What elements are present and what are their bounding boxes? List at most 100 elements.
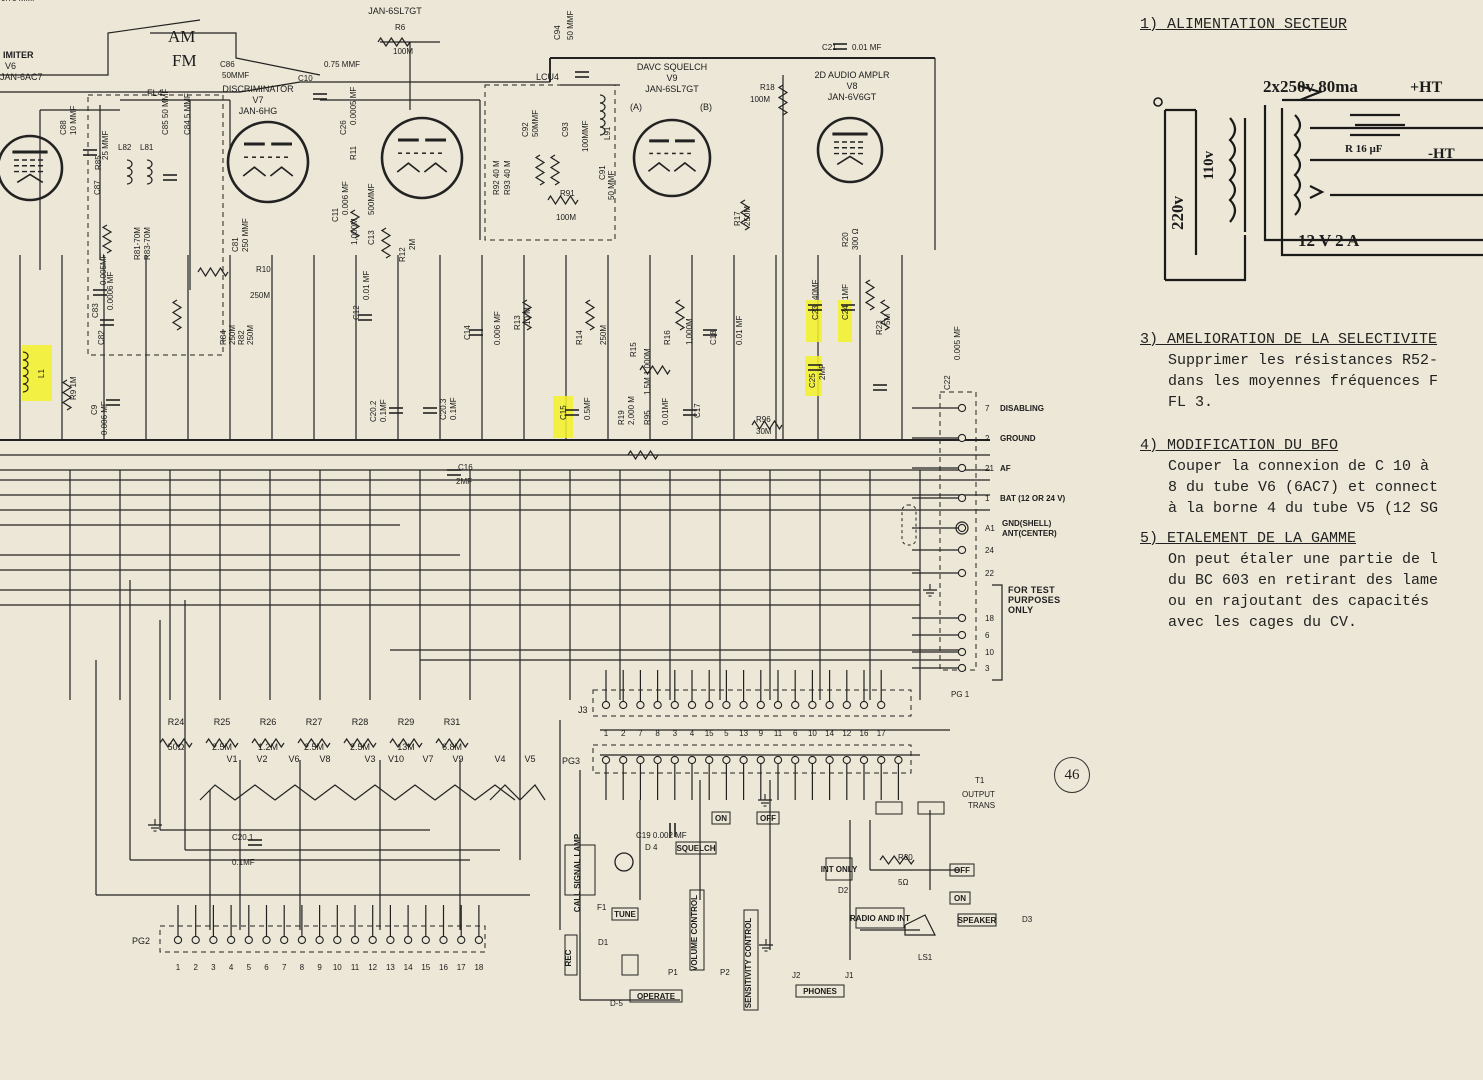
limiter-label: JAN-6AC7: [0, 72, 43, 82]
component-label-r30v: 5Ω: [898, 878, 908, 887]
component-label-c87v: 25 MMF: [101, 131, 110, 160]
pg2-outline: [159, 925, 486, 953]
tube-cathode: [242, 166, 294, 177]
component-label-d2: D2: [838, 886, 849, 895]
heater-label: V2: [256, 754, 267, 764]
limiter-label: IMITER: [3, 50, 34, 60]
page-number: 46: [1054, 757, 1090, 793]
pg3-pin: [842, 755, 851, 765]
component-label-r13v: 10 M: [523, 307, 532, 325]
pg1-pin-number: A1: [985, 524, 995, 533]
j3-pin-number: 16: [860, 729, 869, 738]
pg2-pin-number: 15: [421, 963, 430, 972]
pg2-pin-number: 6: [264, 963, 269, 972]
component-label-c88v: 10 MMF: [69, 106, 78, 135]
bank-resistor-name: R24: [168, 717, 185, 727]
pg3-label: PG3: [562, 756, 580, 766]
call-signal-lamp-icon: [614, 852, 634, 872]
j3-pin: [756, 700, 765, 710]
tube-jan-6sl7gt-icon: [380, 116, 464, 200]
bank-resistor-value: 2.5M: [350, 742, 370, 752]
component-label-r82v: 250M: [246, 325, 255, 345]
pg1-pin-2: [957, 433, 967, 443]
component-label-f1: F1: [597, 903, 607, 912]
inductor-l91-icon: [599, 94, 606, 136]
pg2-pin: [315, 935, 324, 945]
component-label-r12v: 2M: [408, 239, 417, 250]
component-label-r16: R16: [663, 330, 672, 345]
component-label-r10v: 250M: [250, 291, 270, 300]
j3-pin-number: 14: [825, 729, 834, 738]
component-label-r92: R92 40 M: [492, 160, 501, 195]
component-label-c9: C9: [90, 404, 99, 415]
heater-label: V8: [319, 754, 330, 764]
component-label-c25: C25: [808, 373, 817, 388]
j3-pin: [842, 700, 851, 710]
component-label-c14: C14: [463, 325, 472, 340]
capacitor-c83: [93, 289, 107, 296]
coax-connector-icon: [955, 521, 969, 535]
boxed-label-off1: OFF: [760, 814, 776, 823]
operate-switch-icon: [621, 954, 639, 976]
component-label-c18v: 0.01 MF: [735, 316, 744, 345]
resistor-r82: [171, 299, 183, 331]
pg1-pin-3: [957, 663, 967, 673]
tube-cathode: [836, 155, 864, 166]
note-4-line-3: à la borne 4 du tube V5 (12 SG: [1168, 500, 1439, 517]
component-label-c85: C85 50 MMF: [161, 89, 170, 135]
tube-label: JAN-6SL7GT: [368, 6, 422, 16]
boxed-label-int_only: INT ONLY: [821, 865, 858, 874]
boxed-operate: [629, 989, 683, 1003]
note-4-heading: 4) MODIFICATION DU BFO: [1140, 437, 1339, 454]
pg1-pin-1: [957, 493, 967, 503]
ground-icon: [759, 939, 773, 952]
pg2-pin: [173, 935, 183, 945]
j3-pin: [636, 700, 645, 710]
component-label-r91v: 100M: [556, 213, 576, 222]
component-label-c87: C87: [93, 180, 102, 195]
component-label-r15: R15: [629, 342, 638, 357]
component-label-r6v: 100M: [393, 47, 413, 56]
pg2-pin: [191, 935, 200, 945]
component-label-r30: R30: [898, 853, 913, 862]
section-b-label: (B): [700, 102, 712, 112]
component-label-c93v: 100MMF: [581, 120, 590, 152]
pg2-pin: [226, 935, 236, 945]
boxed-off1: [756, 811, 780, 825]
boxed-on1: [711, 811, 731, 825]
component-label-r20: R20: [841, 232, 850, 247]
component-label-c15: C15: [559, 405, 568, 420]
component-label-c94: C94: [553, 25, 562, 40]
j3-pin: [791, 700, 800, 710]
component-label-c10: C10: [298, 74, 313, 83]
bank-resistor-name: R27: [306, 717, 323, 727]
component-label-r18: R18: [760, 83, 775, 92]
component-label-r11: R11: [349, 145, 358, 160]
component-label-c24v: 1MF: [841, 284, 850, 300]
audio-amplifier-label: JAN-6V6GT: [828, 92, 877, 102]
pg1-pin-number: 18: [985, 614, 994, 623]
capacitor-c17: [683, 409, 697, 416]
component-label-c92: C92: [521, 122, 530, 137]
pg3-pin: [756, 755, 765, 765]
bank-resistor-value: 50Ω: [168, 742, 185, 752]
fm-label: FM: [172, 51, 197, 70]
fl4-label: FL4: [147, 88, 163, 98]
component-label-c20_2: C20.2: [369, 400, 378, 422]
component-label-r84v: 250M: [228, 325, 237, 345]
sketch-stroke: [1263, 105, 1483, 242]
pg2-pin-number: 11: [351, 963, 360, 972]
component-label-c22v: 0.005 MF: [953, 326, 962, 360]
davc-squelch-label: V9: [666, 73, 677, 83]
pg2-pin-number: 5: [247, 963, 252, 972]
j3-pin: [705, 700, 714, 710]
component-label-r95: R95: [643, 410, 652, 425]
am-label: AM: [168, 27, 195, 46]
pg2-pin-number: 9: [317, 963, 322, 972]
boxed-label-phones: PHONES: [803, 987, 837, 996]
pg2-pin-number: 17: [457, 963, 466, 972]
pg2-label: PG2: [132, 936, 150, 946]
component-label-c22: C22: [943, 375, 952, 390]
component-label-r96v: 30M: [756, 427, 772, 436]
